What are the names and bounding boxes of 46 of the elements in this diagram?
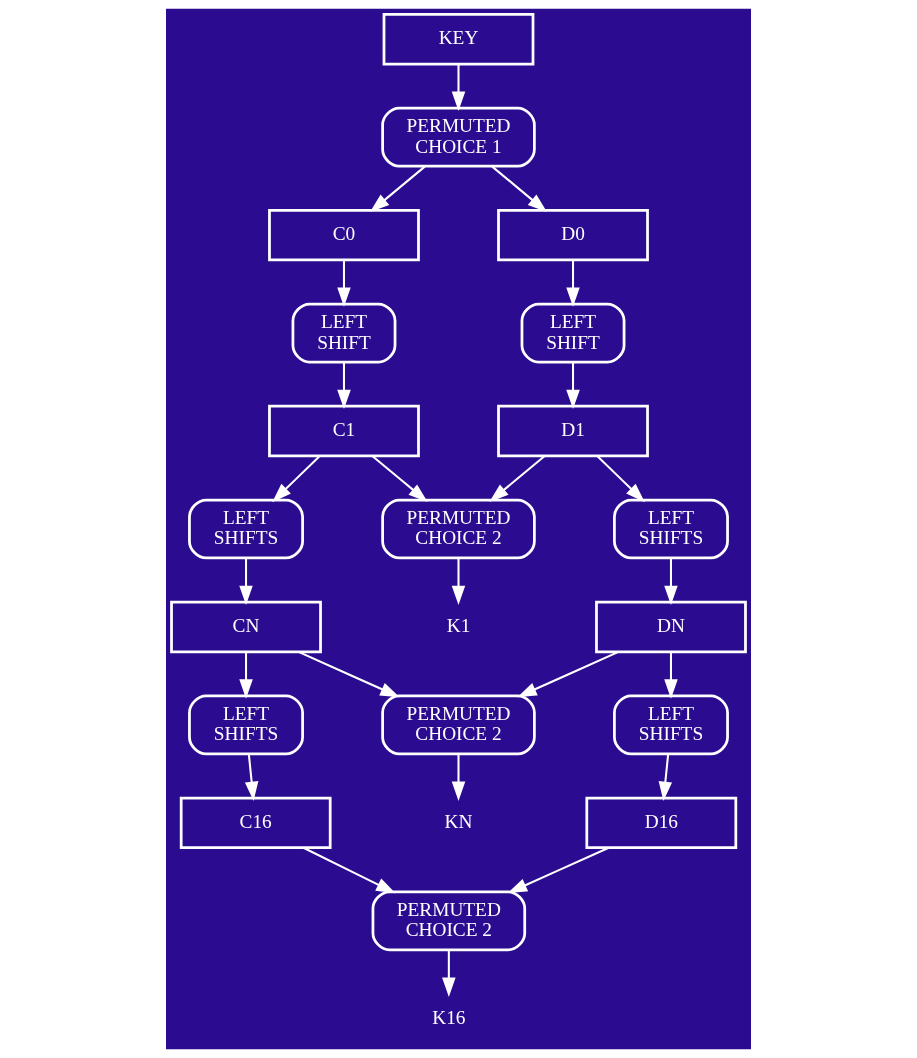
arrow <box>239 651 253 699</box>
node-box: LEFT SHIFT <box>291 302 397 364</box>
node-text: K1 <box>446 615 471 637</box>
arrow <box>370 165 426 213</box>
node-box: D1 <box>497 404 649 458</box>
node-box: LEFT SHIFTS <box>613 498 729 560</box>
arrow <box>451 64 466 111</box>
node-box: D0 <box>497 208 649 262</box>
node-box: KEY <box>382 13 535 66</box>
node-box: PERMUTED CHOICE 2 <box>371 890 527 952</box>
arrow <box>451 754 466 801</box>
arrow <box>489 455 546 502</box>
node-text: K16 <box>432 1006 466 1028</box>
arrow <box>451 558 466 606</box>
node-box: CN <box>170 600 322 654</box>
arrow <box>664 651 678 699</box>
node-box: LEFT SHIFTS <box>613 694 729 756</box>
arrow <box>507 846 610 894</box>
arrow <box>337 362 351 410</box>
arrow <box>517 650 619 698</box>
node-box: C1 <box>268 404 420 458</box>
node-text: KN <box>444 810 473 832</box>
arrow <box>442 950 456 997</box>
arrow <box>298 650 400 698</box>
arrow <box>239 558 253 606</box>
node-box: C16 <box>179 796 332 850</box>
node-box: LEFT SHIFT <box>520 302 626 364</box>
arrow <box>664 558 678 606</box>
node-box: PERMUTED CHOICE 2 <box>381 498 536 560</box>
node-box: LEFT SHIFTS <box>188 694 304 756</box>
arrow <box>658 754 673 801</box>
arrow <box>596 455 645 503</box>
node-box: PERMUTED CHOICE 2 <box>381 694 536 756</box>
arrow <box>244 754 259 801</box>
node-box: D16 <box>585 796 738 850</box>
node-box: PERMUTED CHOICE 1 <box>381 106 536 168</box>
node-box: C0 <box>268 208 420 262</box>
arrow <box>371 455 428 502</box>
node-box: LEFT SHIFTS <box>188 498 304 560</box>
arrow <box>566 362 580 410</box>
arrow <box>302 846 396 894</box>
arrow <box>272 455 321 503</box>
arrow <box>337 260 351 307</box>
node-box: DN <box>595 600 747 654</box>
arrow <box>566 260 580 307</box>
arrow <box>491 165 547 213</box>
